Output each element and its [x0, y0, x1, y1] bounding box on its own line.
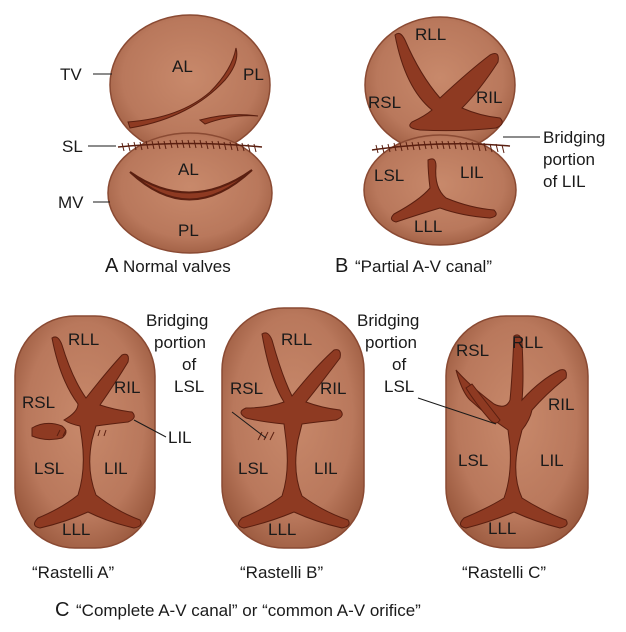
rb-rsl-label: RSL [230, 379, 263, 398]
rc-bridging-line-2: portion [365, 333, 417, 352]
rc-lil-label: LIL [540, 451, 564, 470]
b-bridging-line-2: portion [543, 150, 595, 169]
mv-pl-label: PL [178, 221, 199, 240]
rb-lil-label: LIL [314, 459, 338, 478]
rb-bridging-line-1: Bridging [146, 311, 208, 330]
panel-a-normal-valves: AL PL AL PL TV SL MV A Normal valves [58, 15, 272, 277]
rb-lsl-label: LSL [238, 459, 268, 478]
b-ril-label: RIL [476, 88, 502, 107]
rb-bridging-line-3: of [182, 355, 196, 374]
panel-b-caption: “Partial A-V canal” [355, 257, 492, 276]
panel-c-caption: “Complete A-V canal” or “common A-V orif… [76, 601, 421, 620]
rc-bridging-line-4: LSL [384, 377, 414, 396]
panel-b-letter: B [335, 255, 348, 277]
ra-rll-label: RLL [68, 330, 99, 349]
panel-a-letter: A [105, 255, 119, 277]
b-rsl-label: RSL [368, 93, 401, 112]
rc-rsl-label: RSL [456, 341, 489, 360]
rb-lll-label: LLL [268, 520, 296, 539]
ra-rsl-label: RSL [22, 393, 55, 412]
panel-c-rastelli-c: RLL RSL RIL LSL LIL LLL Bridging portion… [357, 311, 588, 582]
rc-rll-label: RLL [512, 333, 543, 352]
b-rll-label: RLL [415, 25, 446, 44]
rastelli-b-caption: “Rastelli B” [240, 563, 323, 582]
rb-bridging-line-4: LSL [174, 377, 204, 396]
rc-ril-label: RIL [548, 395, 574, 414]
b-bridging-line-3: of LIL [543, 172, 586, 191]
mv-al-label: AL [178, 160, 199, 179]
ra-pointer-label: LIL [168, 428, 192, 447]
rc-lll-label: LLL [488, 519, 516, 538]
ra-ril-label: RIL [114, 378, 140, 397]
tv-al-label: AL [172, 57, 193, 76]
rb-bridging-line-2: portion [154, 333, 206, 352]
rc-bridging-line-3: of [392, 355, 406, 374]
rb-rll-label: RLL [281, 330, 312, 349]
ra-lil-label: LIL [104, 459, 128, 478]
b-lil-label: LIL [460, 163, 484, 182]
ra-lsl-label: LSL [34, 459, 64, 478]
rastelli-a-bridging-piece [32, 423, 66, 439]
mv-side-label: MV [58, 193, 84, 212]
panel-b-partial-av-canal: RLL RSL RIL LSL LIL LLL Bridging portion… [335, 17, 605, 277]
panel-a-caption: Normal valves [123, 257, 231, 276]
b-bridging-line-1: Bridging [543, 128, 605, 147]
b-lll-label: LLL [414, 217, 442, 236]
ra-lll-label: LLL [62, 520, 90, 539]
rc-bridging-line-1: Bridging [357, 311, 419, 330]
panel-c-letter: C [55, 599, 69, 621]
panel-c-rastelli-a: RLL RSL RIL LSL LIL LLL LIL “Rastelli A” [15, 316, 192, 582]
sl-side-label: SL [62, 137, 83, 156]
rastelli-c-caption: “Rastelli C” [462, 563, 546, 582]
tv-pl-label: PL [243, 65, 264, 84]
b-lsl-label: LSL [374, 166, 404, 185]
rb-ril-label: RIL [320, 379, 346, 398]
rastelli-a-caption: “Rastelli A” [32, 563, 115, 582]
rc-lsl-label: LSL [458, 451, 488, 470]
tv-side-label: TV [60, 65, 82, 84]
